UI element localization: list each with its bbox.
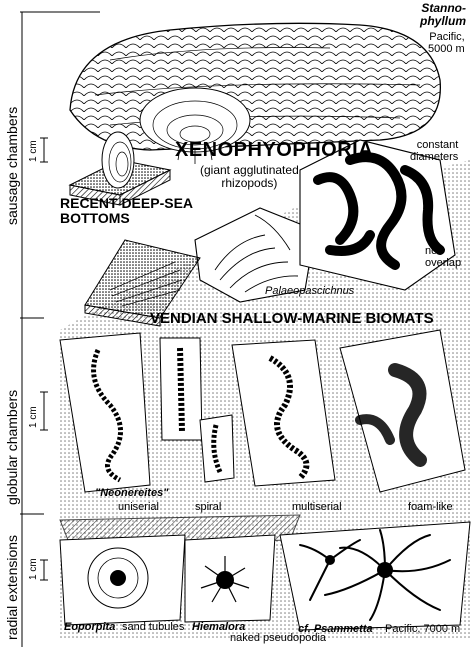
- black-chamber-slab: [299, 139, 456, 291]
- side-label-radial-extensions: radial extensions: [4, 534, 20, 640]
- scale-label-globular: 1 cm: [28, 406, 39, 428]
- scale-label-radial: 1 cm: [28, 558, 39, 580]
- label-stannophyllum: Stanno- phyllum: [420, 1, 467, 28]
- label-constant-diameters: constant diameters: [410, 139, 459, 163]
- vendian-fan-slab: [84, 239, 201, 327]
- label-multiserial: multiserial: [292, 501, 342, 513]
- left-dividers: [20, 11, 100, 647]
- radial-slabs: [59, 514, 471, 631]
- label-spiral: spiral: [195, 501, 222, 513]
- label-no-overlap: no overlap: [425, 245, 462, 269]
- label-foam-like: foam-like: [408, 501, 453, 513]
- stannophyllum-illustration: [69, 22, 441, 164]
- label-xenophyophoria: XENOPHYOPHORIA: [175, 139, 374, 161]
- scale-bars: [40, 137, 48, 581]
- label-cf-psammetta: cf. Psammetta: [298, 623, 373, 635]
- label-vendian: VENDIAN SHALLOW-MARINE BIOMATS: [150, 310, 434, 327]
- specimen-block-1: [68, 131, 172, 206]
- label-palaeopascichnus: Palaeopascichnus: [265, 285, 355, 297]
- scale-label-sausage: 1 cm: [28, 140, 39, 162]
- label-pacific-5000: Pacific, 5000 m: [428, 31, 465, 55]
- globular-slabs: [59, 329, 466, 493]
- label-pacific-7000: Pacific, 7000 m: [385, 623, 461, 635]
- label-sand-tubules: sand tubules: [122, 621, 185, 633]
- side-label-sausage-chambers: sausage chambers: [4, 106, 20, 225]
- label-xenophyophoria-subtitle: (giant agglutinated rhizopods): [200, 163, 299, 190]
- side-label-globular-chambers: globular chambers: [4, 389, 20, 505]
- label-naked-pseudopodia: naked pseudopodia: [230, 632, 327, 644]
- label-neonereites: "Neonereites": [95, 487, 169, 499]
- label-hiemalora: Hiemalora: [192, 621, 246, 633]
- label-recent-deep-sea: RECENT DEEP-SEA BOTTOMS: [60, 195, 194, 226]
- palaeopascichnus-slab: [194, 207, 316, 303]
- label-uniserial: uniserial: [118, 501, 159, 513]
- label-eoporpita: Eoporpita: [64, 621, 116, 633]
